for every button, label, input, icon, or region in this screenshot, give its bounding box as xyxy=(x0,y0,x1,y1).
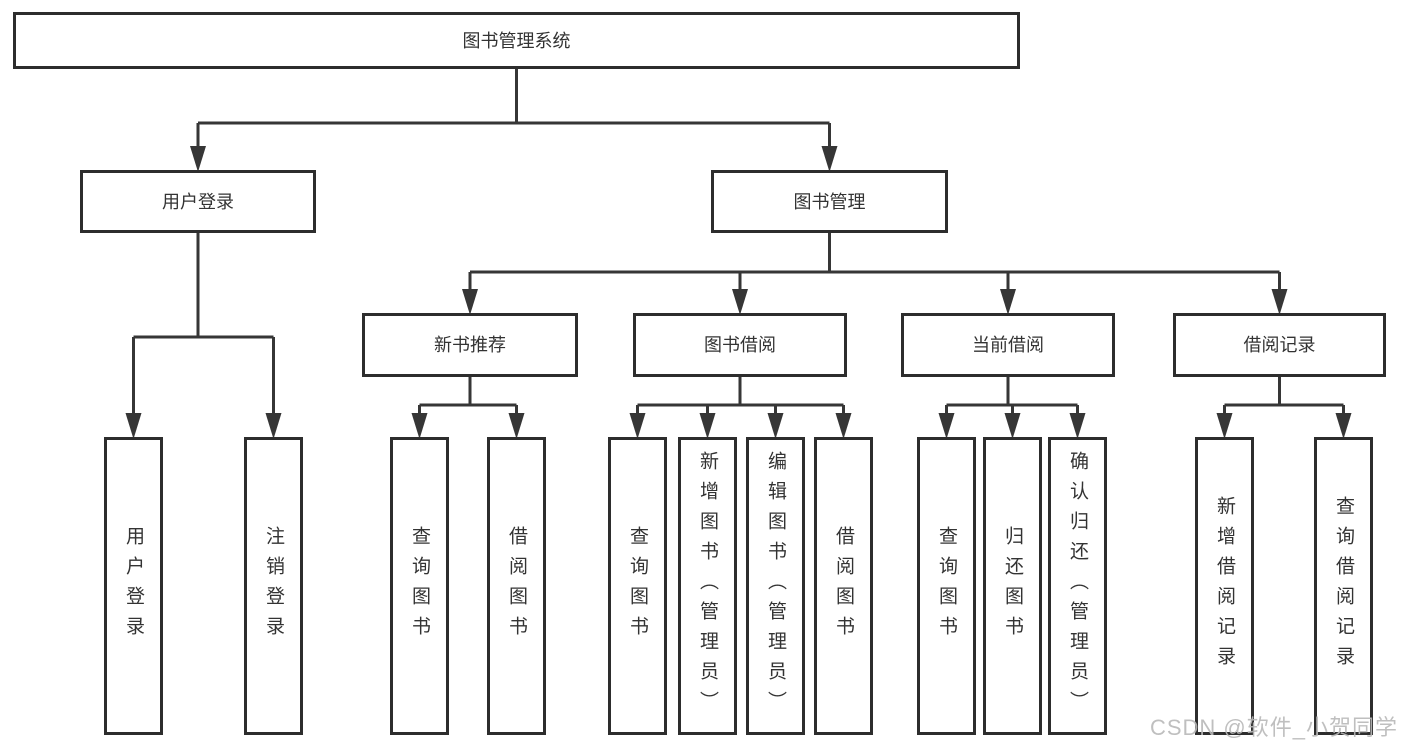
leaf-user-login: 用户登录 xyxy=(104,437,163,735)
csdn-watermark: CSDN @软件_小贺同学 xyxy=(1149,715,1398,740)
node-label: 查询图书 xyxy=(409,526,430,646)
node-label: 查询借阅记录 xyxy=(1333,496,1354,676)
node-label: 当前借阅 xyxy=(972,335,1044,355)
node-label: 借阅记录 xyxy=(1243,335,1316,355)
node-label: 新书推荐 xyxy=(434,335,506,355)
leaf-newbook-query-books: 查询图书 xyxy=(390,437,449,735)
leaf-records-add-borrow-record: 新增借阅记录 xyxy=(1195,437,1254,735)
node-label: 查询图书 xyxy=(627,526,648,646)
node-book-management: 图书管理 xyxy=(711,170,948,233)
node-current-borrow: 当前借阅 xyxy=(901,313,1115,377)
node-label: 借阅图书 xyxy=(833,526,854,646)
leaf-newbook-borrow-books: 借阅图书 xyxy=(487,437,546,735)
node-label: 借阅图书 xyxy=(506,526,527,646)
node-label: 用户登录 xyxy=(123,526,144,646)
node-label: 查询图书 xyxy=(936,526,957,646)
node-borrow-records: 借阅记录 xyxy=(1173,313,1386,377)
node-label: 注销登录 xyxy=(263,526,284,646)
node-label: 用户登录 xyxy=(162,191,234,212)
leaf-borrow-add-books-admin: 新增图书（管理员） xyxy=(678,437,737,735)
node-library-management-system: 图书管理系统 xyxy=(13,12,1020,69)
leaf-current-confirm-return-admin: 确认归还（管理员） xyxy=(1048,437,1107,735)
leaf-logout-login: 注销登录 xyxy=(244,437,303,735)
leaf-current-return-books: 归还图书 xyxy=(983,437,1042,735)
node-book-borrow: 图书借阅 xyxy=(633,313,847,377)
leaf-borrow-borrow-books: 借阅图书 xyxy=(814,437,873,735)
node-label: 新增借阅记录 xyxy=(1214,496,1235,676)
leaf-current-query-books: 查询图书 xyxy=(917,437,976,735)
node-label: 图书借阅 xyxy=(704,335,776,355)
node-new-book-recommend: 新书推荐 xyxy=(362,313,578,377)
node-label: 图书管理 xyxy=(793,191,866,212)
node-user-login: 用户登录 xyxy=(80,170,316,233)
node-label: 编辑图书（管理员） xyxy=(765,451,786,721)
node-label: 新增图书（管理员） xyxy=(697,451,718,721)
leaf-borrow-query-books: 查询图书 xyxy=(608,437,667,735)
node-label: 确认归还（管理员） xyxy=(1067,451,1088,721)
leaf-borrow-edit-books-admin: 编辑图书（管理员） xyxy=(746,437,805,735)
leaf-records-query-borrow-record: 查询借阅记录 xyxy=(1314,437,1373,735)
node-label: 图书管理系统 xyxy=(462,30,571,51)
node-label: 归还图书 xyxy=(1002,526,1023,646)
